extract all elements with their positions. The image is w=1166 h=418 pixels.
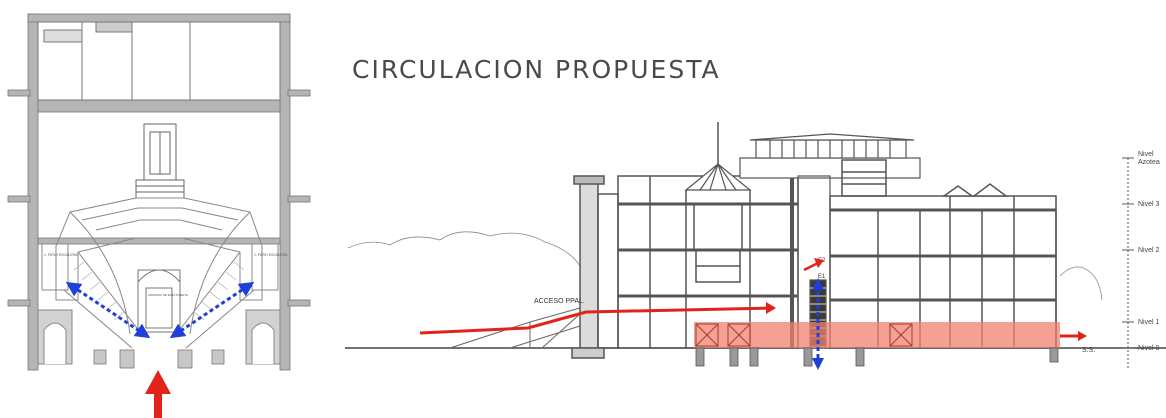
section-label-access: ACCESO PPAL. <box>534 298 585 305</box>
section-lantern-roof <box>684 122 752 191</box>
stair-route-right-arrow <box>169 281 255 339</box>
plan-outer-walls <box>7 13 311 371</box>
ground-route-arrow-right-icon <box>1060 331 1087 341</box>
section-rear-block <box>829 159 1057 349</box>
level-label-2: Nivel 2 <box>1138 247 1160 254</box>
building-section-drawing: E2 E1 Nivel Azotea Nivel 3 Nivel 2 Nivel… <box>345 122 1166 370</box>
plan-label-right-room: 1. PATIO ESCALERA <box>254 253 288 257</box>
entry-arrow-up-icon <box>145 370 171 418</box>
plan-label-left-room: 1. PATIO ESCALERA <box>44 253 78 257</box>
plan-center-arch <box>137 269 181 333</box>
plan-entry-columns <box>93 349 225 369</box>
section-label-ss: S.S. <box>1082 347 1095 354</box>
level-label-azotea: Nivel <box>1138 151 1154 158</box>
section-terrain-outline <box>347 231 581 330</box>
level-label-1: Nivel 1 <box>1138 319 1160 326</box>
stair-route-left-arrow <box>65 281 151 339</box>
plan-top-door <box>135 123 185 199</box>
level-label-0: Nivel 0 <box>1138 345 1160 352</box>
plan-upper-rooms <box>37 21 281 101</box>
section-level-markers <box>1122 157 1134 370</box>
floor-plan-drawing: 1. PATIO ESCALERA 1. PATIO ESCALERA ARMA… <box>7 13 311 418</box>
main-route-arrow-right-icon <box>419 302 776 335</box>
section-top-roof <box>739 133 921 179</box>
level-label-azotea-sub: Azotea <box>1138 159 1160 166</box>
section-label-stair-mid: E1 <box>818 274 826 280</box>
section-terrain-outline-right <box>1059 266 1103 301</box>
section-footings <box>695 347 1059 367</box>
level-label-3: Nivel 3 <box>1138 201 1160 208</box>
stair-up-arrow-icon <box>803 258 824 272</box>
section-front-block <box>571 175 619 359</box>
plan-staircase <box>55 197 263 349</box>
diagram-title: CIRCULACION PROPUESTA <box>352 55 721 84</box>
plan-side-rooms <box>37 243 281 365</box>
plan-label-center-door: ARMARIO DE ESTA PUERTA <box>148 293 188 297</box>
band-crossed-boxes <box>695 323 913 347</box>
ground-floor-circulation-band <box>694 322 1060 348</box>
